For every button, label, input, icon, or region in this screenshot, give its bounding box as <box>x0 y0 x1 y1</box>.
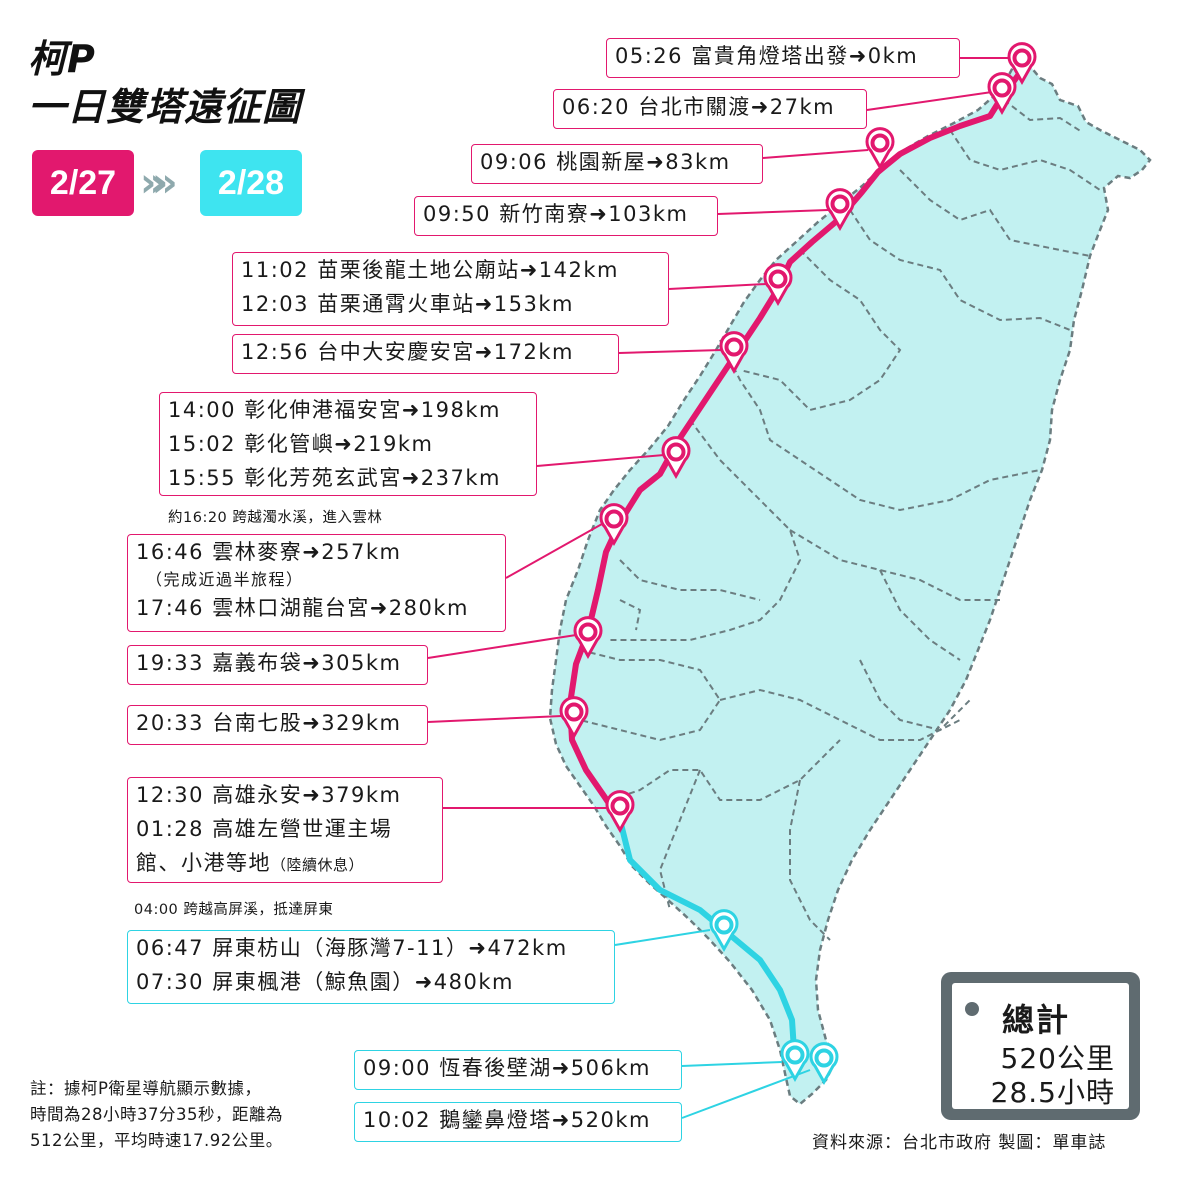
leader-line <box>427 634 577 659</box>
stop-line: 09:50 新竹南寮➜103km <box>423 202 689 226</box>
leader-line <box>717 209 829 215</box>
stop-box-pingtung: 06:47 屏東枋山（海豚灣7-11）➜472km 07:30 屏東楓港（鯨魚園… <box>127 930 615 1004</box>
stop-line: 12:30 高雄永安➜379km <box>136 783 402 807</box>
leader-lines <box>427 57 1010 1119</box>
leader-line <box>614 929 711 946</box>
leader-line <box>866 91 993 111</box>
total-distance: 520公里 <box>1000 1042 1115 1075</box>
map-pin-icon <box>719 331 749 375</box>
stop-box-miaoli: 11:02 苗栗後龍土地公廟站➜142km 12:03 苗栗通霄火車站➜153k… <box>232 252 669 326</box>
stop-box-xinwu: 09:06 桃園新屋➜83km <box>471 144 763 184</box>
stop-line: 09:06 桃園新屋➜83km <box>480 150 731 174</box>
footnote-line: 512公里，平均時速17.92公里。 <box>30 1131 283 1150</box>
stop-line: 16:46 雲林麥寮➜257km <box>136 540 402 564</box>
stop-line: 館、小港等地（陸續休息） <box>136 846 434 882</box>
stop-box-qigu: 20:33 台南七股➜329km <box>127 705 428 745</box>
stop-line: 14:00 彰化伸港福安宮➜198km <box>168 398 501 422</box>
stop-line: 05:26 富貴角燈塔出發➜0km <box>615 44 919 68</box>
map-pin-icon <box>661 436 691 480</box>
stop-line: 15:55 彰化芳苑玄武宮➜237km <box>168 466 501 490</box>
map-pin-icon <box>865 127 895 171</box>
map-pin-icon <box>605 790 635 834</box>
county-borders <box>579 99 1101 941</box>
map-pin-icon <box>1007 42 1037 86</box>
stop-box-yunlin: 16:46 雲林麥寮➜257km （完成近過半旅程） 17:46 雲林口湖龍台宮… <box>127 534 506 632</box>
dot-icon <box>965 1002 979 1016</box>
map-pin-icon <box>825 188 855 232</box>
leader-line <box>536 454 665 467</box>
leader-line <box>762 149 869 159</box>
map-pin-icon <box>599 503 629 547</box>
stop-box-daan: 12:56 台中大安慶安宮➜172km <box>232 334 619 374</box>
footnote-line: 註：據柯P衛星導航顯示數據， <box>30 1079 262 1098</box>
stop-box-changhua: 14:00 彰化伸港福安宮➜198km 15:02 彰化管嶼➜219km 15:… <box>159 392 537 496</box>
map-pin-icon <box>780 1039 810 1083</box>
title-line-1: 柯P <box>28 37 96 81</box>
note-gaoping: 04:00 跨越高屏溪，抵達屏東 <box>134 902 334 918</box>
total-card: 總計 520公里 28.5小時 <box>952 983 1129 1109</box>
double-chevron-icon: »» <box>140 160 178 206</box>
map-pin-icon <box>763 263 793 307</box>
leader-line <box>681 1061 783 1067</box>
stop-box-guandu: 06:20 台北市關渡➜27km <box>553 89 867 129</box>
stop-line: 11:02 苗栗後龍土地公廟站➜142km <box>241 258 619 282</box>
stop-line: 07:30 屏東楓港（鯨魚園）➜480km <box>136 970 514 994</box>
route-pins <box>559 42 1037 1086</box>
date-badge-end: 2/28 <box>200 150 302 216</box>
stop-box-houbihu: 09:00 恆春後壁湖➜506km <box>354 1050 682 1090</box>
total-title: 總計 <box>1002 1001 1071 1039</box>
stop-box-fuguijiao: 05:26 富貴角燈塔出發➜0km <box>606 38 960 78</box>
leader-line <box>668 283 767 290</box>
note-zhuoshui: 約16:20 跨越濁水溪，進入雲林 <box>168 510 383 526</box>
stop-line: 19:33 嘉義布袋➜305km <box>136 651 402 675</box>
stop-line: 12:56 台中大安慶安宮➜172km <box>241 340 574 364</box>
leader-line <box>681 1069 811 1119</box>
stop-box-nanliao: 09:50 新竹南寮➜103km <box>414 196 718 236</box>
title-line-2: 一日雙塔遠征圖 <box>28 85 302 129</box>
map-pin-icon <box>809 1042 839 1086</box>
stop-line: 06:20 台北市關渡➜27km <box>562 95 836 119</box>
stop-line: 12:03 苗栗通霄火車站➜153km <box>241 292 574 316</box>
leader-line <box>427 715 563 723</box>
map-pin-icon <box>573 616 603 660</box>
stop-line: 09:00 恆春後壁湖➜506km <box>363 1056 651 1080</box>
route-day1 <box>567 67 1025 823</box>
stop-line: 20:33 台南七股➜329km <box>136 711 402 735</box>
date-badge-start: 2/27 <box>32 150 134 216</box>
stop-line: 06:47 屏東枋山（海豚灣7-11）➜472km <box>136 936 568 960</box>
stop-line-part: （陸續休息） <box>271 856 365 874</box>
stop-line: （完成近過半旅程） <box>146 570 304 589</box>
total-time: 28.5小時 <box>990 1076 1115 1109</box>
stop-line: 01:28 高雄左營世運主場 <box>136 817 393 841</box>
source-credit: 資料來源：台北市政府 製圖：單車誌 <box>812 1133 1107 1153</box>
leader-line <box>618 349 723 354</box>
stop-line: 17:46 雲林口湖龍台宮➜280km <box>136 596 469 620</box>
stop-box-budai: 19:33 嘉義布袋➜305km <box>127 645 428 685</box>
footnote: 註：據柯P衛星導航顯示數據， 時間為28小時37分35秒，距離為 512公里，平… <box>30 1076 283 1154</box>
footnote-line: 時間為28小時37分35秒，距離為 <box>30 1105 283 1124</box>
stop-box-eluanbi: 10:02 鵝鑾鼻燈塔➜520km <box>354 1102 682 1142</box>
stop-box-kaohsiung: 12:30 高雄永安➜379km 01:28 高雄左營世運主場 館、小港等地（陸… <box>127 777 443 883</box>
stop-line: 10:02 鵝鑾鼻燈塔➜520km <box>363 1108 651 1132</box>
map-pin-icon <box>709 909 739 953</box>
route-day2 <box>617 817 799 1063</box>
total-panel: 總計 520公里 28.5小時 <box>941 972 1140 1120</box>
stop-line: 15:02 彰化管嶼➜219km <box>168 432 434 456</box>
map-pin-icon <box>559 696 589 740</box>
stop-line-part: 館、小港等地 <box>136 851 271 875</box>
map-pin-icon <box>987 72 1017 116</box>
leader-line <box>505 523 603 579</box>
